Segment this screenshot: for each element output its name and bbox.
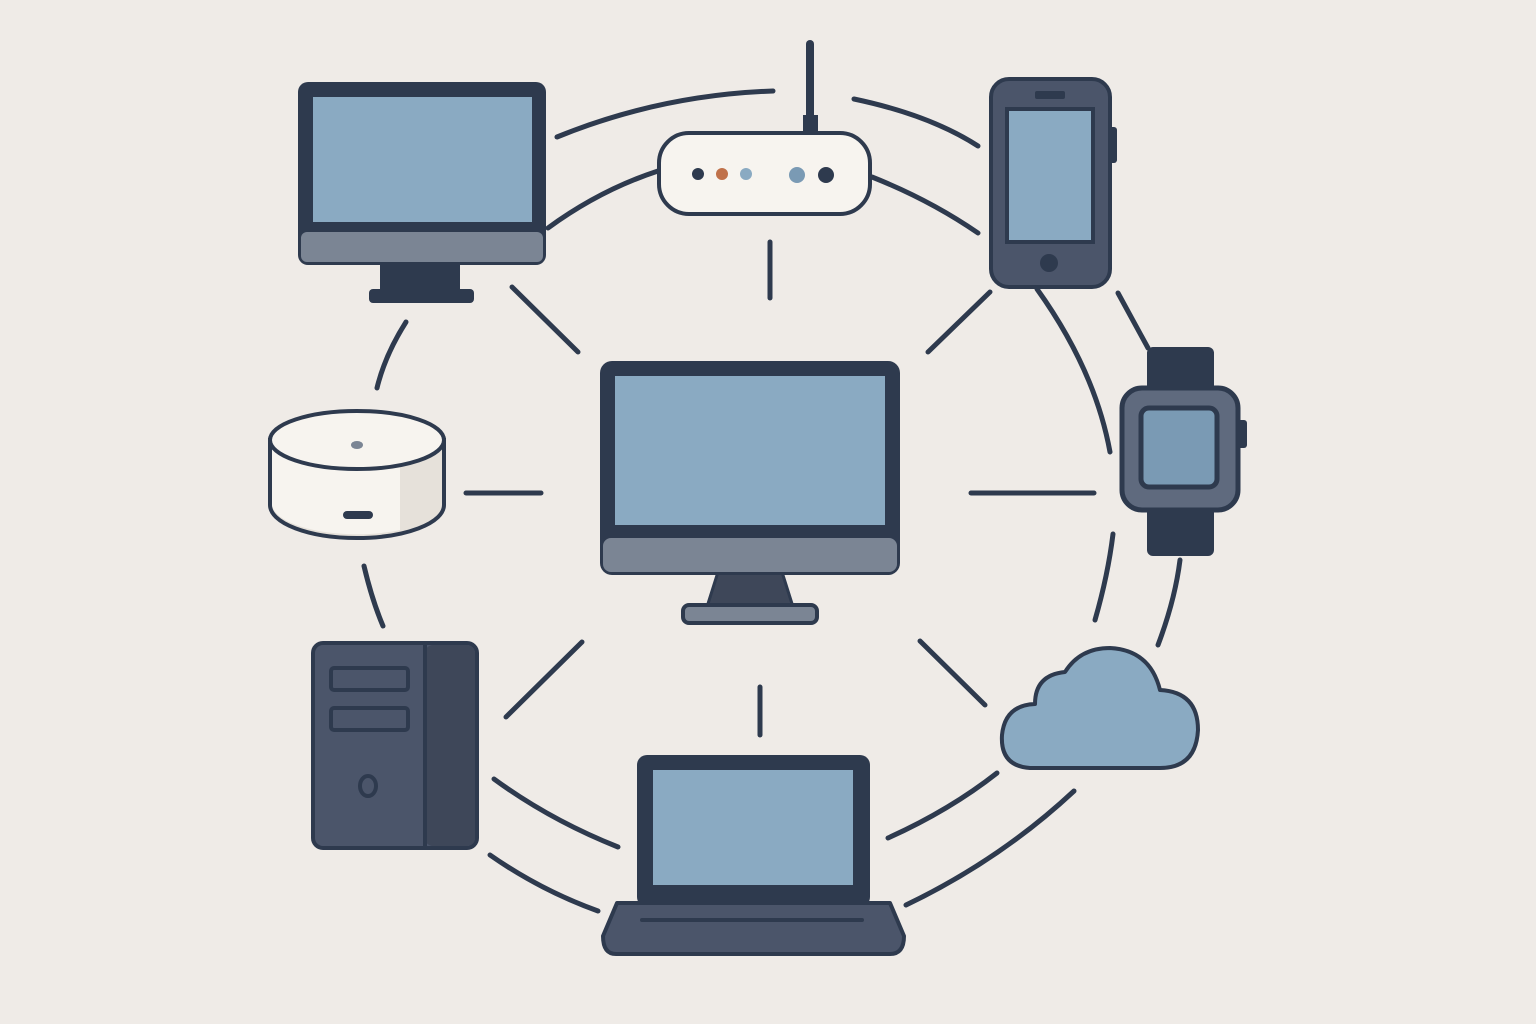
connection-line — [869, 174, 981, 236]
connection-line — [374, 319, 409, 391]
smart-speaker-icon — [268, 409, 446, 540]
smartwatch-icon — [1119, 347, 1247, 556]
connection-line — [1155, 557, 1183, 648]
router-led — [692, 168, 704, 180]
connection-line — [851, 96, 981, 149]
router-led — [740, 168, 752, 180]
connection-line — [1115, 290, 1151, 351]
connection-line — [503, 639, 585, 720]
router-led — [789, 167, 805, 183]
connection-line — [554, 88, 776, 140]
tower-pc-icon — [311, 641, 479, 850]
central-desktop-monitor-icon — [600, 361, 900, 625]
router-led — [716, 168, 728, 180]
desktop-monitor-icon — [298, 82, 546, 303]
connection-line — [491, 776, 621, 850]
connection-line — [487, 852, 601, 914]
laptop-icon — [601, 755, 906, 956]
connection-line — [1034, 286, 1113, 455]
connection-line — [903, 788, 1077, 908]
wifi-router-icon — [657, 40, 872, 216]
connection-line — [545, 168, 661, 231]
connection-line — [361, 563, 386, 629]
cloud-icon — [999, 646, 1200, 770]
connection-line — [1092, 531, 1116, 623]
connection-line — [885, 770, 1000, 841]
connection-lines — [361, 88, 1183, 914]
connection-line — [917, 638, 988, 708]
smartphone-icon — [989, 77, 1117, 289]
connection-line — [925, 289, 993, 355]
connection-line — [509, 284, 581, 355]
router-led — [818, 167, 834, 183]
